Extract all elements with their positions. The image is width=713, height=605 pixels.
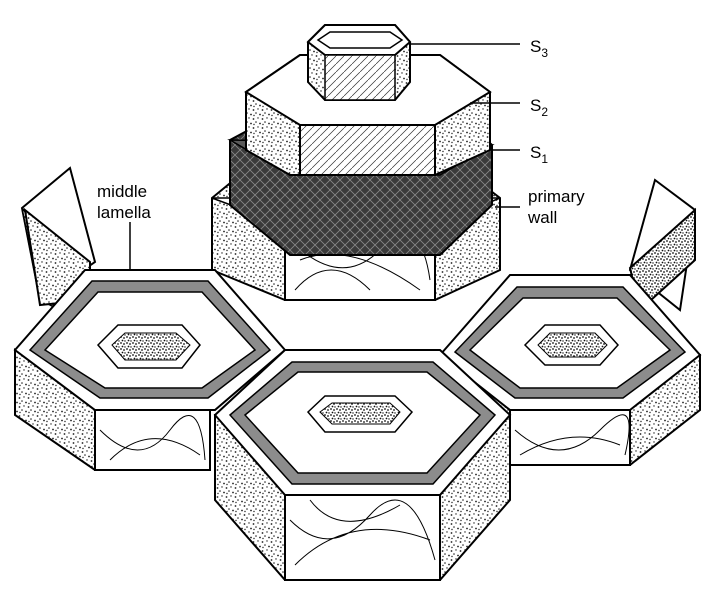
label-primary-wall-line1: primary [528,187,585,206]
center-front-cell [213,349,512,581]
central-cell-tower [211,24,501,301]
label-s1: S1 [530,143,548,166]
leader-lines [129,43,520,270]
back-left-cell [20,166,97,312]
label-s3: S3 [530,37,548,60]
label-s2: S2 [530,96,548,119]
back-right-cell [628,178,697,312]
label-middle-lamella-line1: middle [97,182,147,201]
label-middle-lamella-line2: lamella [97,203,151,222]
left-front-cell [13,269,287,471]
label-primary-wall-line2: wall [527,208,557,227]
